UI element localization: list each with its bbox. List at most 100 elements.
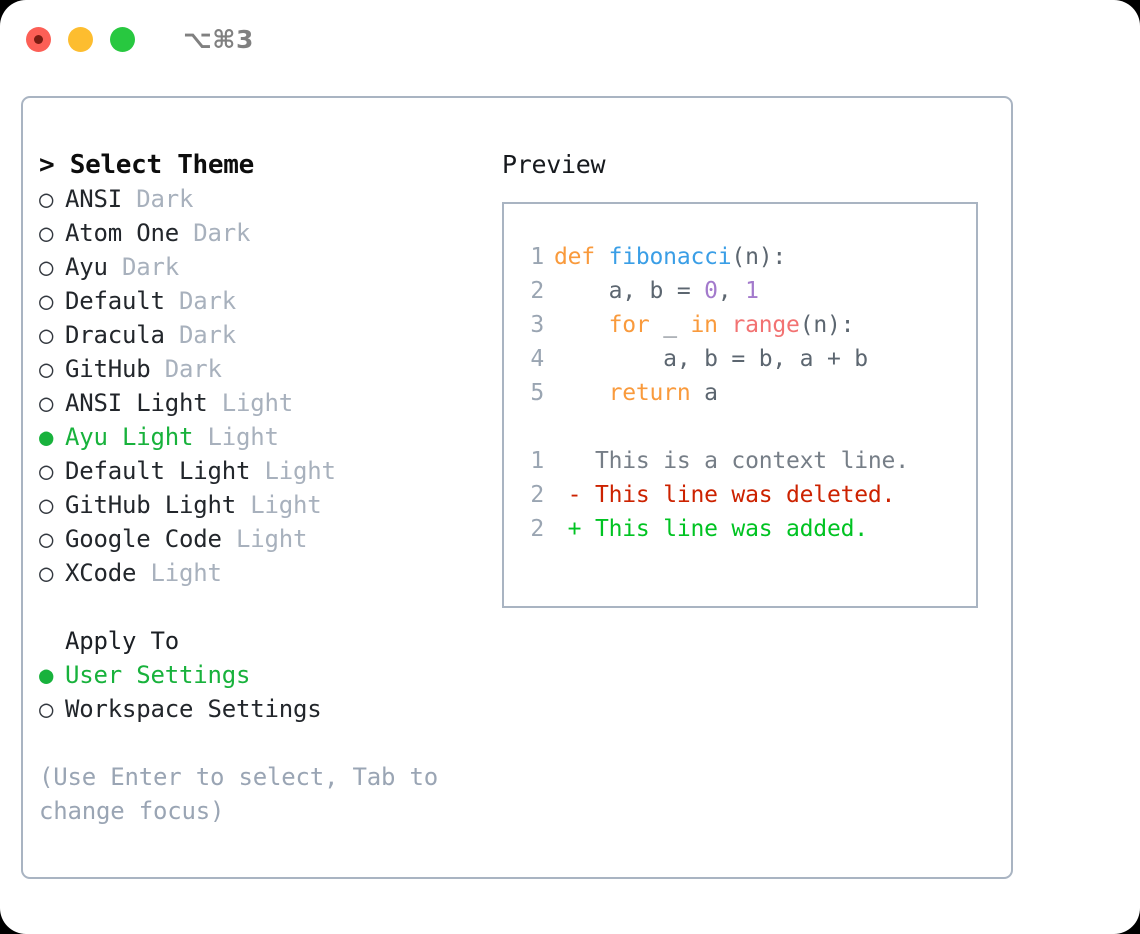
code-line: 5 return a	[518, 376, 976, 410]
code-token-kw: in	[690, 312, 718, 338]
theme-variant-label: Dark	[179, 321, 236, 349]
zoom-button[interactable]	[110, 26, 135, 52]
caret-icon: >	[39, 150, 55, 180]
theme-list-item[interactable]: ○ XCode Light	[39, 556, 479, 590]
theme-list-item[interactable]: ○Google Code Light	[39, 522, 479, 556]
minimize-button[interactable]	[68, 26, 93, 52]
theme-name-label: Dracula	[65, 321, 165, 349]
code-token-kw: for	[608, 312, 650, 338]
line-number: 1	[530, 448, 544, 474]
keyboard-shortcut-label: ⌥⌘3	[183, 24, 254, 54]
apply-to-label: User Settings	[65, 661, 251, 689]
line-number: 4	[530, 346, 544, 372]
radio-unselected-icon: ○	[39, 321, 54, 349]
radio-unselected-icon: ○	[39, 695, 54, 723]
theme-list-item[interactable]: ○ Dracula Dark	[39, 318, 479, 352]
code-token-kw: def	[554, 244, 609, 270]
theme-list-item[interactable]: ○ Ayu Dark	[39, 250, 479, 284]
diff-sign	[554, 448, 595, 474]
apply-to-header: Apply To	[65, 627, 179, 655]
apply-to-list[interactable]: ●User Settings○Workspace Settings	[39, 658, 479, 726]
close-button[interactable]	[26, 26, 51, 52]
theme-name-label: GitHub	[65, 355, 151, 383]
radio-unselected-icon: ○	[39, 559, 54, 587]
preview-gap	[518, 410, 976, 444]
code-line: 4 a, b = b, a + b	[518, 342, 976, 376]
code-token-plain: a	[690, 380, 718, 406]
theme-name-label: Default Light	[65, 457, 251, 485]
code-token-plain: a, b = b, a + b	[554, 346, 868, 372]
theme-variant-label: Dark	[122, 253, 179, 281]
diff-sample: 1 This is a context line.2 - This line w…	[518, 444, 976, 546]
theme-name-label: Atom One	[65, 219, 179, 247]
theme-label-gap	[179, 219, 193, 247]
theme-list-item[interactable]: ○Default Dark	[39, 284, 479, 318]
apply-to-item[interactable]: ●User Settings	[39, 658, 479, 692]
line-number: 2	[530, 278, 544, 304]
select-theme-label: Select Theme	[69, 150, 255, 180]
code-token-num: 0	[704, 278, 718, 304]
theme-variant-label: Dark	[193, 219, 251, 247]
theme-label-gap	[236, 491, 250, 519]
code-token-plain	[554, 312, 609, 338]
line-number: 2	[530, 482, 544, 508]
theme-name-label: Default	[65, 287, 165, 315]
line-number: 5	[530, 380, 544, 406]
line-number: 2	[530, 516, 544, 542]
theme-variant-label: Light	[264, 457, 336, 485]
theme-label-gap	[165, 287, 179, 315]
theme-variant-label: Light	[207, 423, 279, 451]
theme-name-label: GitHub Light	[65, 491, 236, 519]
diff-text: This line was deleted.	[594, 482, 896, 508]
theme-label-gap	[108, 253, 122, 281]
diff-line: 2 - This line was deleted.	[518, 478, 976, 512]
theme-variant-label: Light	[250, 491, 322, 519]
theme-name-label: Google Code	[65, 525, 222, 553]
theme-name-label: Ayu Light	[65, 423, 194, 451]
theme-list-item[interactable]: ○ANSI Light Light	[39, 386, 479, 420]
select-theme-header: > Select Theme	[39, 148, 479, 182]
theme-list-item[interactable]: ○Default Light Light	[39, 454, 479, 488]
diff-line: 1 This is a context line.	[518, 444, 976, 478]
theme-list-item[interactable]: ○ Atom One Dark	[39, 216, 479, 250]
theme-list-item[interactable]: ○ANSI Dark	[39, 182, 479, 216]
radio-unselected-icon: ○	[39, 355, 54, 383]
code-token-fn: fibonacci	[608, 244, 732, 270]
theme-name-label: Ayu	[65, 253, 108, 281]
code-token-num: 1	[745, 278, 759, 304]
theme-variant-label: Dark	[136, 185, 194, 213]
code-line: 2 a, b = 0, 1	[518, 274, 976, 308]
theme-list-item[interactable]: ○GitHub Light Light	[39, 488, 479, 522]
radio-unselected-icon: ○	[39, 219, 54, 247]
title-bar: ⌥⌘3	[0, 0, 1140, 78]
theme-name-label: ANSI Light	[65, 389, 208, 417]
list-spacer	[39, 590, 479, 624]
theme-variant-label: Light	[150, 559, 222, 587]
diff-sign: +	[554, 516, 595, 542]
theme-variant-label: Dark	[164, 355, 222, 383]
code-token-plain	[718, 312, 732, 338]
theme-variant-label: Light	[221, 389, 293, 417]
code-token-plain: ,	[717, 278, 746, 304]
radio-unselected-icon: ○	[39, 185, 54, 213]
apply-to-item[interactable]: ○Workspace Settings	[39, 692, 479, 726]
radio-selected-icon: ●	[39, 423, 54, 451]
code-token-plain	[554, 380, 609, 406]
theme-label-gap	[250, 457, 264, 485]
window-controls	[26, 26, 135, 52]
code-line: 3 for _ in range(n):	[518, 308, 976, 342]
diff-text: This line was added.	[594, 516, 868, 542]
radio-unselected-icon: ○	[39, 253, 54, 281]
preview-title: Preview	[502, 150, 606, 179]
theme-list[interactable]: ○ANSI Dark○Atom One Dark○Ayu Dark○Defaul…	[39, 182, 479, 590]
theme-list-item[interactable]: ● Ayu Light Light	[39, 420, 479, 454]
theme-variant-label: Light	[236, 525, 308, 553]
radio-unselected-icon: ○	[39, 287, 54, 315]
theme-list-item[interactable]: ○ GitHub Dark	[39, 352, 479, 386]
theme-name-label: XCode	[65, 559, 137, 587]
line-number: 3	[530, 312, 544, 338]
